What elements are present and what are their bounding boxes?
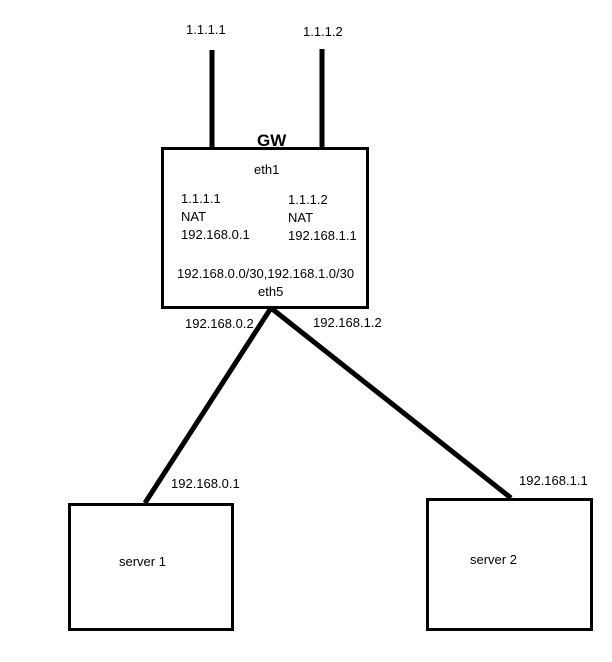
gateway-top-interface: eth1	[254, 162, 280, 177]
link-gw-server2	[269, 306, 513, 500]
server1-box	[68, 503, 234, 631]
uplink-right-ip: 1.1.1.2	[303, 24, 343, 39]
gateway-title: GW	[257, 131, 287, 150]
gateway-box	[161, 147, 369, 309]
gateway-left-public-ip: 1.1.1.1	[181, 191, 221, 206]
gateway-right-private-ip: 192.168.1.1	[288, 228, 357, 243]
gateway-right-public-ip: 1.1.1.2	[288, 192, 328, 207]
link-left-gw-ip: 192.168.0.2	[185, 316, 254, 331]
server1-ip: 192.168.0.1	[171, 476, 240, 491]
server2-box	[426, 498, 593, 631]
server1-label: server 1	[119, 554, 166, 569]
link-right-gw-ip: 192.168.1.2	[313, 315, 382, 330]
server2-ip: 192.168.1.1	[519, 473, 588, 488]
gateway-subnets: 192.168.0.0/30,192.168.1.0/30	[177, 266, 355, 281]
gateway-right-nat: NAT	[288, 210, 314, 225]
link-gw-server1	[142, 306, 274, 505]
gateway-left-private-ip: 192.168.0.1	[181, 227, 250, 242]
gateway-left-nat: NAT	[181, 209, 207, 224]
server2-label: server 2	[470, 552, 517, 567]
gateway-bottom-interface: eth5	[258, 284, 284, 299]
uplink-left-ip: 1.1.1.1	[186, 22, 226, 37]
